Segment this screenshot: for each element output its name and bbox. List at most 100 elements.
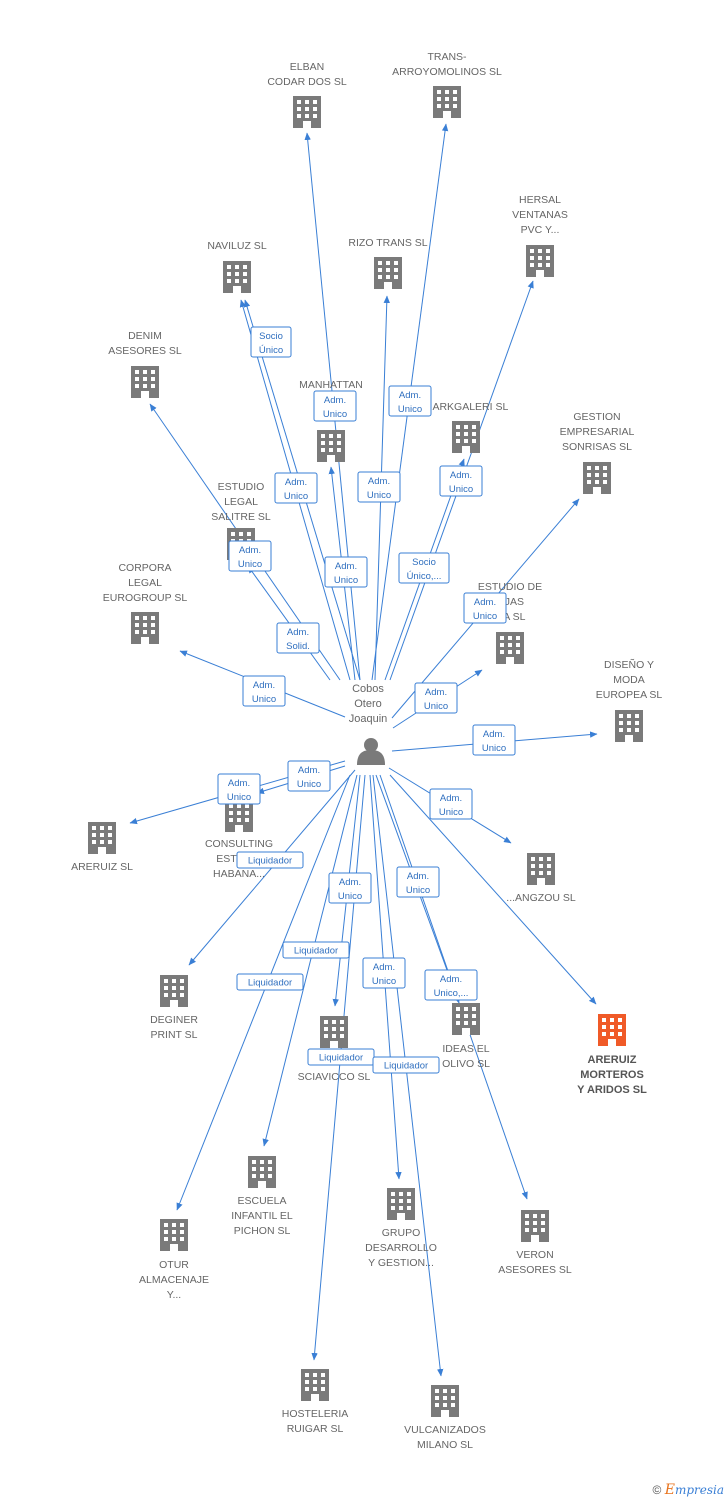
company-node-trans[interactable]: TRANS-ARROYOMOLINOS SL xyxy=(392,51,502,118)
relation-label[interactable]: Adm.Unico xyxy=(287,760,331,792)
relation-box xyxy=(217,773,261,805)
relation-label[interactable]: Adm. Unico xyxy=(328,872,372,904)
building-icon xyxy=(374,257,402,289)
relation-box xyxy=(362,957,406,989)
company-label-line: HOSTELERIA xyxy=(282,1408,349,1420)
edge-morteros xyxy=(389,774,597,1005)
relation-label[interactable]: Adm.Unico xyxy=(228,540,272,572)
company-node-rizo[interactable]: RIZO TRANS SL xyxy=(348,237,428,289)
company-node-naviluz[interactable]: NAVILUZ SL xyxy=(207,240,267,293)
relation-label[interactable]: Adm.Unico xyxy=(313,390,357,422)
company-node-areruiz[interactable]: ARERUIZ SL xyxy=(71,822,133,873)
company-label-line: VENTANAS xyxy=(512,209,568,221)
relation-label[interactable]: Liquidador xyxy=(236,973,304,991)
relation-label[interactable]: SocioÚnico,... xyxy=(398,552,450,584)
edges-layer xyxy=(129,123,598,1377)
company-node-angzou[interactable]: ...ANGZOU SL xyxy=(506,853,576,904)
company-label-line: OLIVO SL xyxy=(442,1058,490,1070)
relation-text-line: Adm. xyxy=(228,778,250,789)
company-node-otur[interactable]: OTURALMACENAJEY... xyxy=(139,1219,209,1301)
building-icon xyxy=(583,462,611,494)
relation-label[interactable]: Adm.Unico xyxy=(463,592,507,624)
company-node-parkgaleri[interactable]: ...ARKGALERI SL xyxy=(424,401,509,453)
company-label-line: RIZO TRANS SL xyxy=(348,237,427,249)
company-label-line: ...ANGZOU SL xyxy=(506,892,576,904)
relation-label[interactable]: Liquidador xyxy=(307,1048,375,1066)
relation-label[interactable]: Adm.Unico xyxy=(396,866,440,898)
company-label-line: ALMACENAJE xyxy=(139,1274,209,1286)
relation-label[interactable]: Adm.Unico xyxy=(362,957,406,989)
relation-label[interactable]: Adm.Unico xyxy=(242,675,286,707)
relation-text-line: Adm. xyxy=(324,395,346,406)
brand-logo: © Empresia xyxy=(653,1482,724,1498)
relation-text-line: Unico xyxy=(284,491,308,502)
company-label-line: Y... xyxy=(167,1289,181,1301)
relation-label[interactable]: Adm.Unico xyxy=(472,724,516,756)
relation-label[interactable]: Adm.Unico xyxy=(388,385,432,417)
building-icon xyxy=(317,430,345,462)
relation-text-line: Adm. xyxy=(285,477,307,488)
company-label-line: CORPORA xyxy=(118,562,171,574)
center-person[interactable]: Cobos Otero Joaquin xyxy=(349,683,388,765)
company-label-line: PRINT SL xyxy=(150,1029,197,1041)
relation-label[interactable]: Adm.Unico xyxy=(217,773,261,805)
relation-label[interactable]: Adm. Solid. xyxy=(276,622,320,654)
building-icon xyxy=(521,1210,549,1242)
relation-box xyxy=(328,872,372,904)
relation-text-line: Adm. xyxy=(483,729,505,740)
relation-box xyxy=(396,866,440,898)
relation-label[interactable]: Liquidador xyxy=(372,1056,440,1074)
relation-label[interactable]: Adm.Unico,... xyxy=(424,969,478,1001)
company-label-line: CODAR DOS SL xyxy=(267,76,347,88)
relation-label[interactable]: Adm. Unico xyxy=(274,472,318,504)
building-icon xyxy=(615,710,643,742)
relation-text-line: Socio xyxy=(412,557,436,568)
relation-box xyxy=(242,675,286,707)
relation-text-line: Adm. xyxy=(425,687,447,698)
relation-text-line: Unico xyxy=(406,885,430,896)
relation-label[interactable]: Adm.Unico xyxy=(439,465,483,497)
relation-box xyxy=(429,788,473,820)
company-label-line: ASESORES SL xyxy=(498,1264,572,1276)
relation-text-line: Solid. xyxy=(286,641,310,652)
brand-name: mpresia xyxy=(674,1483,724,1497)
relation-text-line: Adm. xyxy=(339,877,361,888)
building-icon xyxy=(433,86,461,118)
relation-label[interactable]: Adm.Unico xyxy=(414,682,458,714)
relation-label[interactable]: Liquidador xyxy=(282,941,350,959)
company-label-line: LEGAL xyxy=(224,496,258,508)
relation-box xyxy=(236,851,304,869)
company-label-line: CONSULTING xyxy=(205,838,273,850)
building-icon xyxy=(301,1369,329,1401)
company-label-line: SALITRE SL xyxy=(211,511,271,523)
relation-label[interactable]: Liquidador xyxy=(236,851,304,869)
company-node-sciavicco[interactable]: SCIAVICCO SL xyxy=(298,1016,371,1083)
company-label-line: NAVILUZ SL xyxy=(207,240,266,252)
relation-text-line: Unico xyxy=(338,891,362,902)
relation-label[interactable]: Adm.Unico xyxy=(429,788,473,820)
relation-label[interactable]: Adm.Unico xyxy=(324,556,368,588)
relation-text-line: Liquidador xyxy=(384,1061,428,1072)
relation-label[interactable]: Adm.Unico xyxy=(357,471,401,503)
relation-text-line: Unico xyxy=(297,779,321,790)
building-icon xyxy=(293,96,321,128)
relation-text-line: Adm. xyxy=(287,627,309,638)
building-icon xyxy=(160,1219,188,1251)
company-label-line: ARROYOMOLINOS SL xyxy=(392,66,502,78)
